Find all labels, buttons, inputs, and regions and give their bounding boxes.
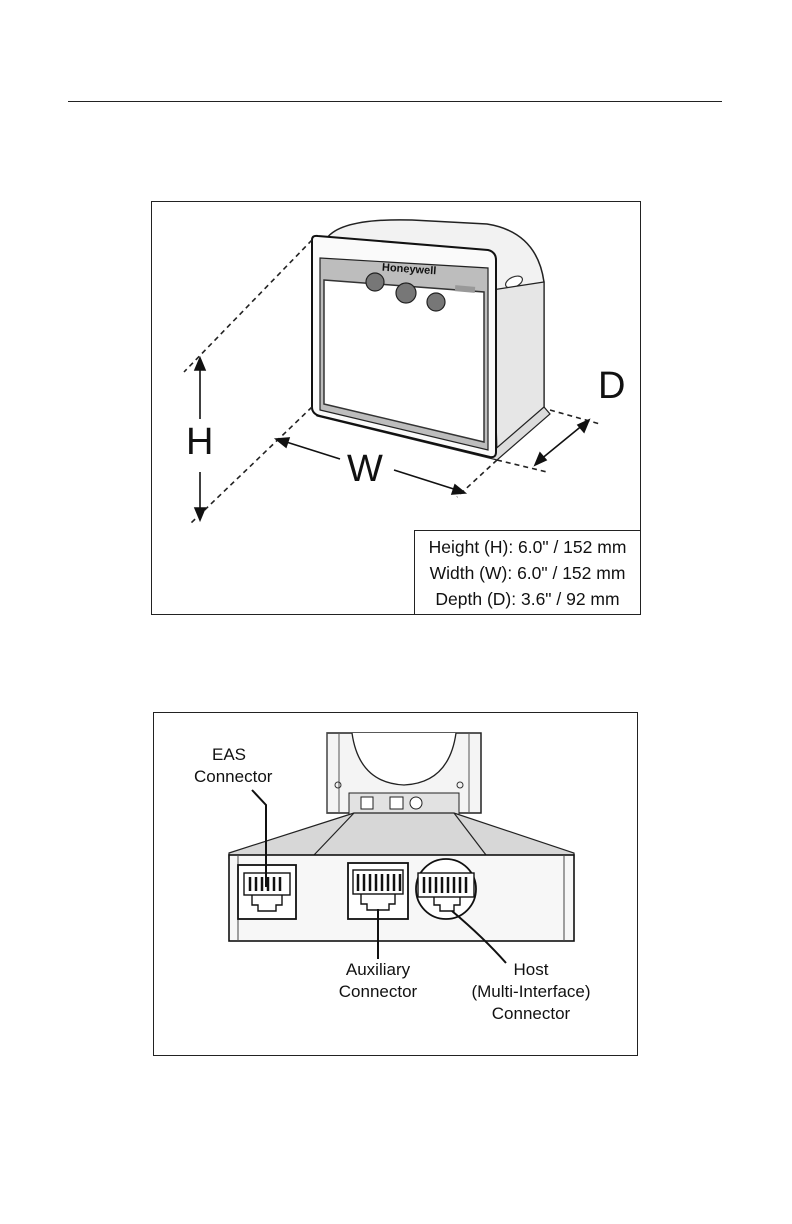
- host-connector-jack: [416, 859, 476, 919]
- header-rule: [68, 101, 722, 102]
- indicator-button-left: [366, 273, 384, 291]
- connectors-figure: EAS Connector Auxiliary Connector Host (…: [153, 712, 638, 1056]
- spec-width: Width (W): 6.0" / 152 mm: [430, 560, 626, 586]
- depth-label: D: [598, 365, 625, 407]
- height-label: H: [186, 421, 213, 463]
- depth-arrow: [535, 420, 589, 465]
- eas-connector-label: EAS Connector: [194, 744, 264, 788]
- indicator-button-center: [396, 283, 416, 303]
- spec-height: Height (H): 6.0" / 152 mm: [429, 534, 627, 560]
- zoom-projection: [229, 813, 574, 858]
- dimension-specs-box: Height (H): 6.0" / 152 mm Width (W): 6.0…: [414, 530, 641, 615]
- spec-depth: Depth (D): 3.6" / 92 mm: [435, 586, 619, 612]
- width-label: W: [347, 448, 383, 490]
- auxiliary-connector-label: Auxiliary Connector: [323, 959, 433, 1003]
- indicator-button-right: [427, 293, 445, 311]
- host-connector-label: Host (Multi-Interface) Connector: [466, 959, 596, 1025]
- dimensions-figure: Honeywell H W: [151, 201, 641, 615]
